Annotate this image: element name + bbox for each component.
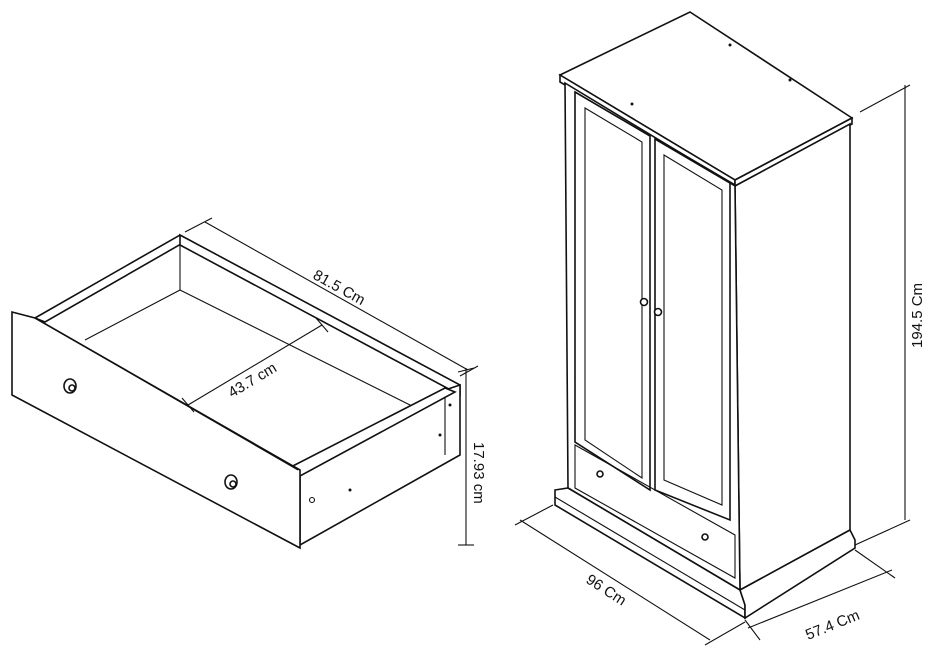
wardrobe-height-label: 194.5 Cm [909, 283, 926, 348]
drawer-width-label: 81.5 Cm [310, 267, 368, 309]
door-knob-icon [639, 297, 649, 307]
drawer-width-dimension: 81.5 Cm [184, 217, 479, 377]
drawer-knob-icon [701, 533, 709, 541]
drawer-height-dimension: 17.93 cm [457, 367, 487, 546]
wardrobe-drawing [554, 11, 856, 620]
drawer-drawing [11, 233, 461, 550]
drawer-height-label: 17.93 cm [470, 442, 487, 504]
wardrobe-depth-label: 57.4 Cm [803, 607, 862, 644]
wardrobe-height-dimension: 194.5 Cm [854, 84, 926, 546]
knob-icon [63, 378, 77, 394]
knob-icon [224, 474, 238, 490]
drawer-depth-dimension: 43.7 cm [181, 317, 329, 413]
drawer-depth-label: 43.7 cm [225, 359, 279, 401]
wardrobe-width-label: 96 Cm [583, 571, 629, 609]
door-knob-icon [653, 307, 663, 317]
drawer-knob-icon [596, 470, 604, 478]
